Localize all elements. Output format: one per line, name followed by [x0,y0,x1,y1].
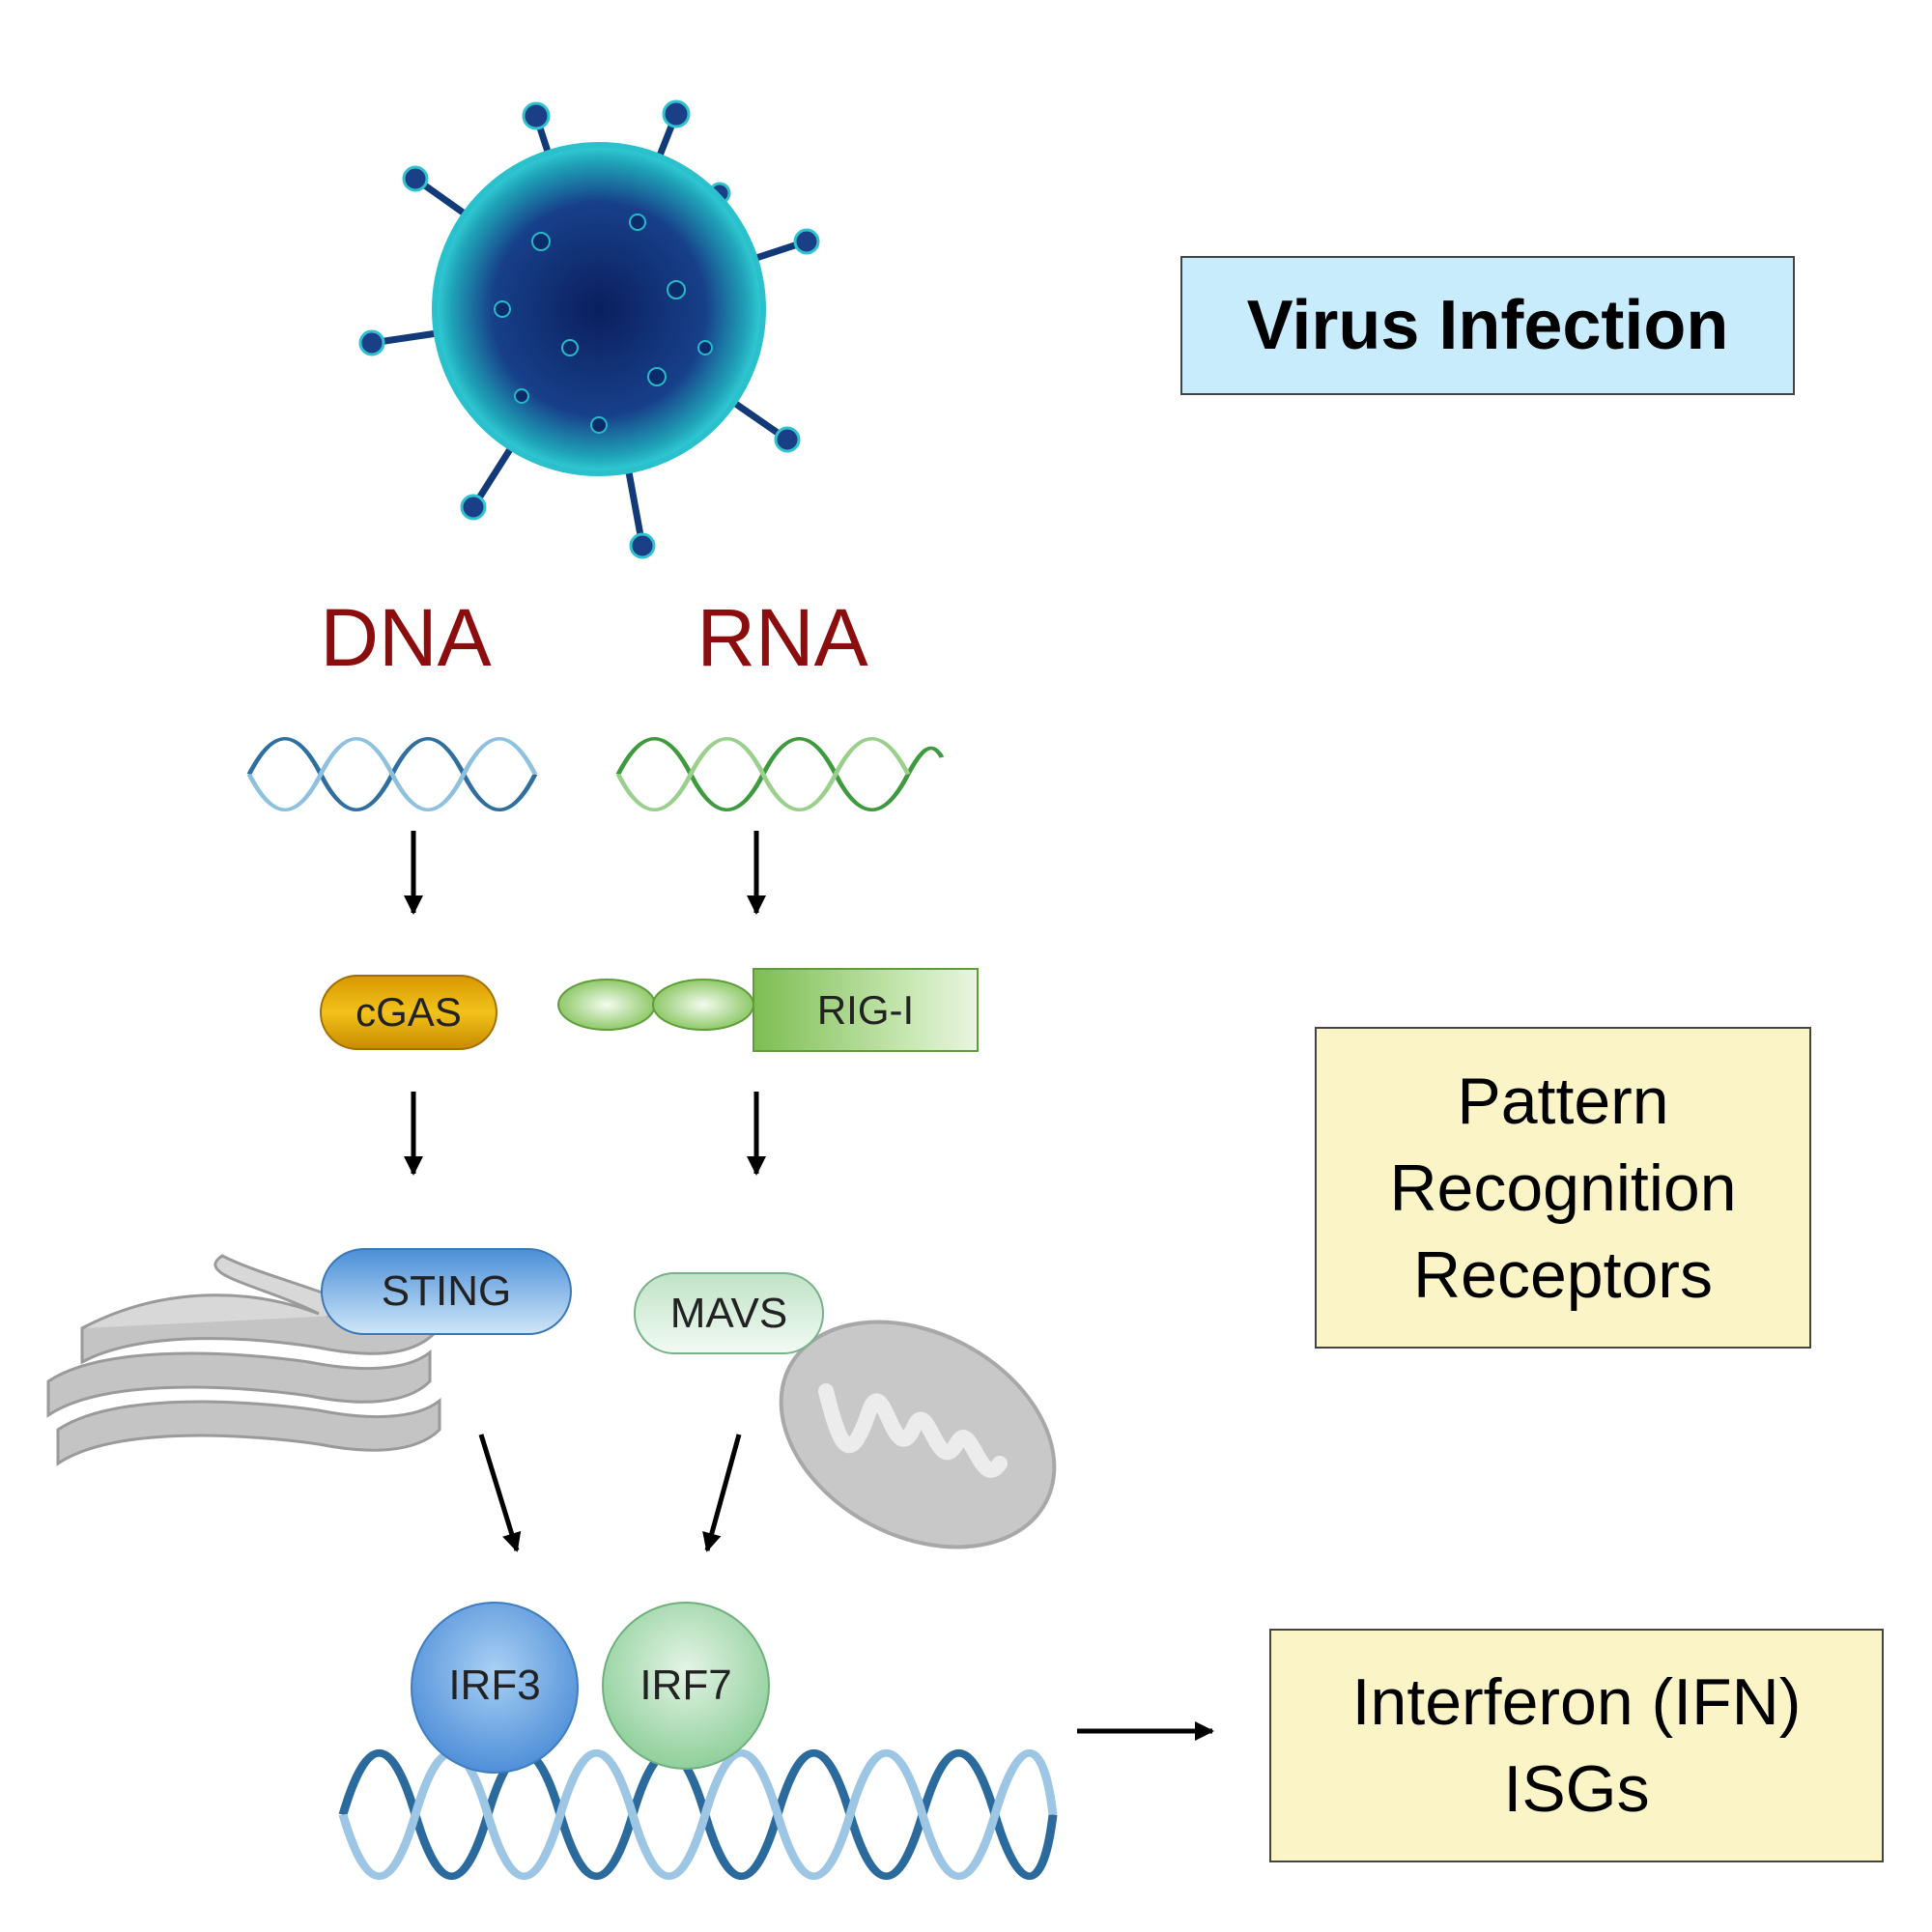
sting-label: STING [381,1267,512,1315]
rigi-protein [557,968,979,1052]
mavs-label: MAVS [669,1289,788,1337]
genomic-dna-helix-icon [338,1749,1058,1880]
cgas-label: cGAS [355,989,462,1035]
interferon-line-2: ISGs [1503,1752,1650,1826]
rigi-label: RIG-I [816,986,915,1033]
virus-infection-title: Virus Infection [1246,287,1729,364]
arrow-sting-to-irf [478,1434,522,1552]
sting-protein [321,1248,572,1335]
dna-label: DNA [320,591,492,683]
prr-box: Pattern Recognition Receptors [1315,1027,1811,1349]
mitochondrion-icon [779,1320,1057,1549]
dna-helix-icon [246,737,538,811]
irf7-label: IRF7 [639,1662,732,1709]
prr-line-3: Receptors [1413,1237,1713,1312]
arrow-mavs-to-irf [702,1434,742,1552]
rna-helix-icon [615,737,945,811]
virus-infection-box: Virus Infection [1180,256,1795,395]
interferon-box: Interferon (IFN) ISGs [1269,1629,1884,1862]
endoplasmic-reticulum-icon [46,1254,441,1466]
interferon-line-1: Interferon (IFN) [1351,1665,1802,1739]
irf3-label: IRF3 [448,1662,541,1709]
rna-label: RNA [696,591,868,683]
irf7-protein [602,1602,770,1770]
mavs-protein [634,1272,824,1354]
irf3-protein [411,1602,579,1774]
prr-line-1: Pattern [1457,1064,1669,1138]
virus-icon [358,99,820,559]
cgas-protein [320,975,497,1050]
prr-line-2: Recognition [1389,1151,1737,1225]
